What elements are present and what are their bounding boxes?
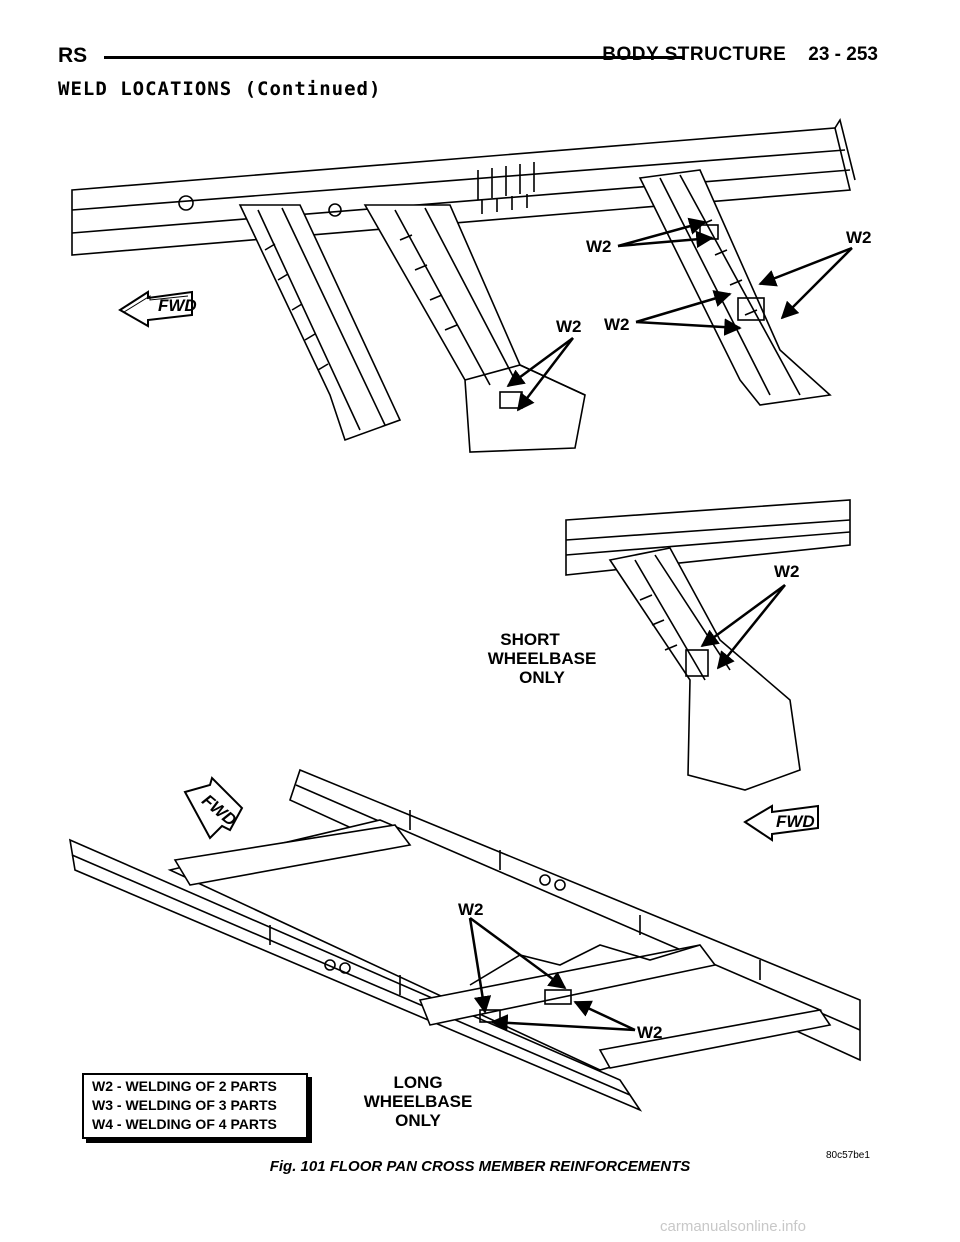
middle-view (565, 499, 851, 791)
weld-label-5: W2 (774, 562, 800, 581)
weld-label-3: W2 (604, 315, 630, 334)
long-wheelbase-line1: LONG (393, 1073, 442, 1092)
page-header: RS BODY STRUCTURE 23 - 253 (58, 44, 878, 72)
weld-label-2: W2 (846, 228, 872, 247)
weld-label-1: W2 (586, 237, 612, 256)
fwd-arrow-top: FWD (118, 290, 197, 328)
weld-label-6: W2 (458, 900, 484, 919)
header-page-number: 23 - 253 (808, 44, 878, 65)
top-weld-callouts (506, 217, 853, 412)
short-wheelbase-line2: WHEELBASE (488, 649, 597, 668)
header-rule (104, 56, 684, 59)
short-wheelbase-line1: SHORT (500, 630, 560, 649)
legend-w3: W3 - WELDING OF 3 PARTS (92, 1097, 277, 1113)
fwd-label-bottom-right: FWD (776, 812, 815, 831)
watermark: carmanualsonline.info (660, 1218, 806, 1235)
long-wheelbase-line2: WHEELBASE (364, 1092, 473, 1111)
fwd-label-top: FWD (158, 296, 197, 315)
figure-code: 80c57be1 (826, 1150, 870, 1161)
legend-w2: W2 - WELDING OF 2 PARTS (92, 1078, 277, 1094)
figure-caption: Fig. 101 FLOOR PAN CROSS MEMBER REINFORC… (269, 1158, 691, 1175)
header-section-name: BODY STRUCTURE (602, 44, 787, 65)
weld-legend: W2 - WELDING OF 2 PARTS W3 - WELDING OF … (82, 1073, 308, 1139)
long-wheelbase-line3: ONLY (395, 1111, 441, 1130)
short-wheelbase-line3: ONLY (519, 668, 565, 687)
weld-label-4: W2 (556, 317, 582, 336)
section-title: WELD LOCATIONS (Continued) (58, 78, 382, 100)
fwd-arrow-bottom-right: FWD (743, 804, 819, 842)
fwd-arrow-bottom-left: FWD (183, 776, 244, 840)
header-model-code: RS (58, 44, 88, 67)
bottom-view (68, 768, 861, 1112)
weld-label-7: W2 (637, 1023, 663, 1042)
legend-w4: W4 - WELDING OF 4 PARTS (92, 1116, 277, 1132)
top-view (71, 117, 856, 453)
header-section: BODY STRUCTURE 23 - 253 (602, 44, 878, 66)
